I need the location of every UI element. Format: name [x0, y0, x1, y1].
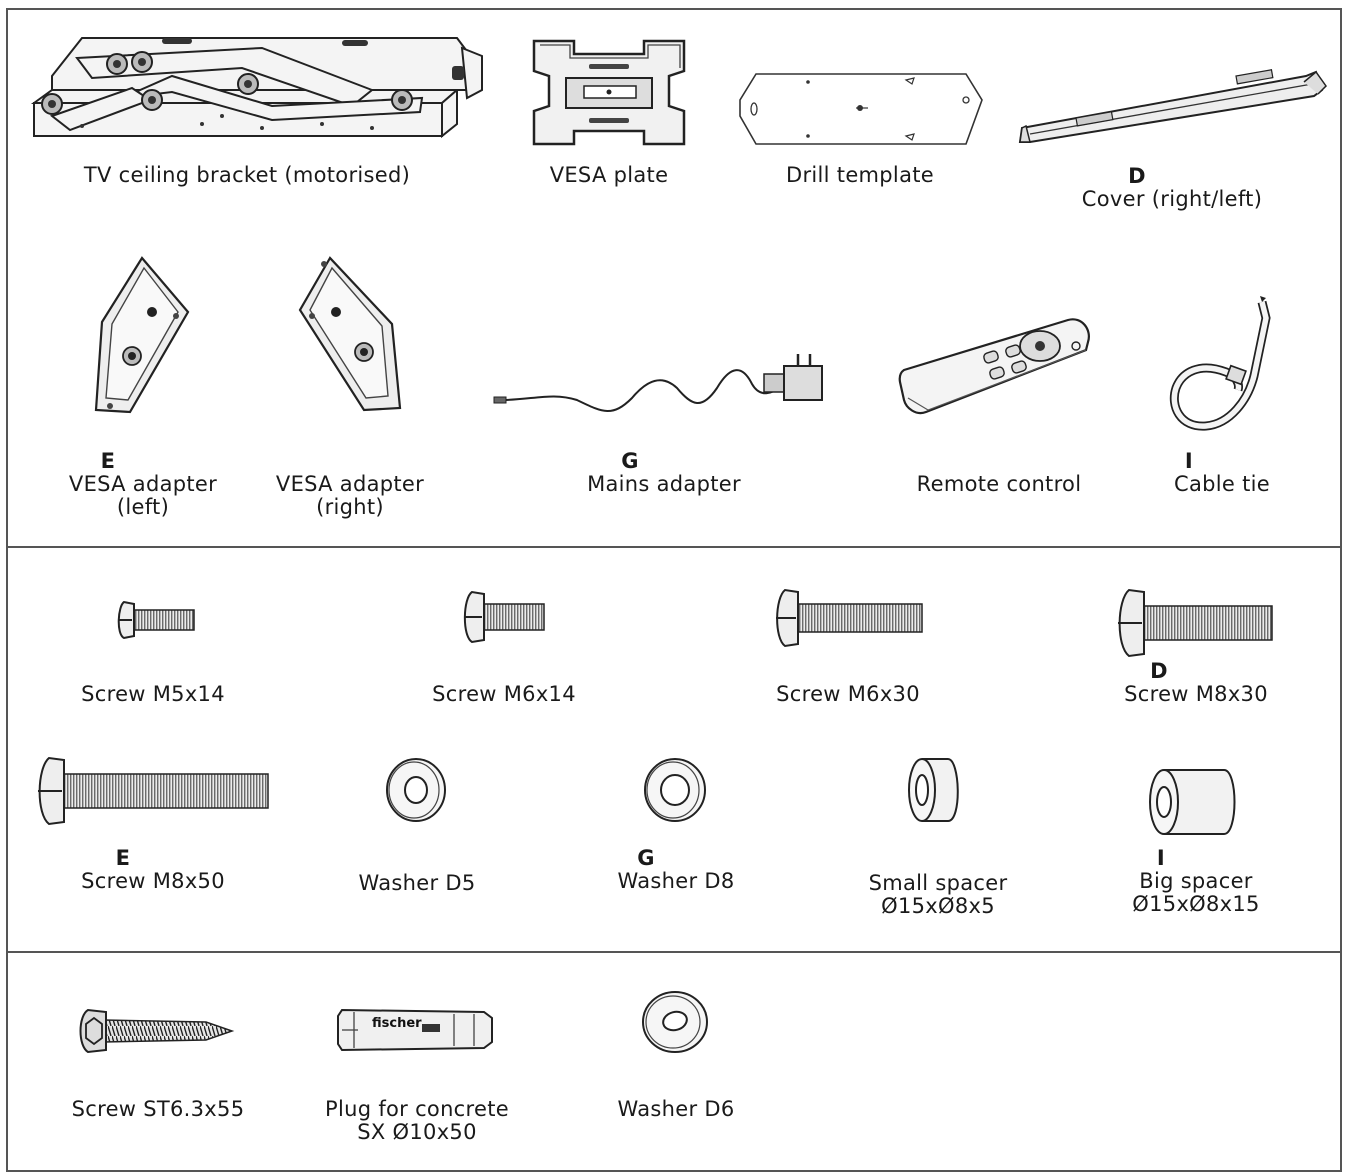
ceiling-bracket-icon [30, 37, 483, 139]
part-label: Drill template [786, 163, 934, 187]
screw-m8x30-icon [1118, 588, 1273, 658]
part-label: Washer D6 [617, 1097, 735, 1121]
parts-list-frame [6, 8, 1342, 1172]
screw-st6-3x55-icon [79, 1008, 235, 1054]
part-label: Screw M6x14 [432, 682, 576, 706]
part-label: D Screw M8x30 [1124, 659, 1268, 706]
part-label: Washer D5 [358, 871, 476, 895]
part-label: D Cover (right/left) [1081, 164, 1263, 211]
screw-m8x50-icon [38, 756, 269, 826]
vesa-adapter-left-icon [94, 256, 190, 414]
drill-template-icon [739, 73, 983, 145]
vesa-plate-icon [532, 39, 686, 146]
part-label: VESA plate [549, 163, 669, 187]
wall-plug-icon [337, 1008, 493, 1052]
remote-control-icon [898, 318, 1090, 415]
washer-d5-icon [386, 758, 446, 822]
plug-brand-text: fischer [372, 1016, 422, 1031]
part-label: G Washer D8 [617, 846, 735, 893]
cover-icon [1018, 69, 1327, 143]
part-label: Small spacer Ø15xØ8x5 [868, 871, 1008, 918]
part-label: TV ceiling bracket (motorised) [83, 163, 411, 187]
mains-adapter-icon [493, 354, 823, 413]
part-label: Screw ST6.3x55 [71, 1097, 245, 1121]
screw-m6x14-icon [463, 590, 545, 644]
part-label: E Screw M8x50 [81, 846, 225, 893]
screw-m5x14-icon [117, 600, 195, 640]
part-label: I Big spacer Ø15xØ8x15 [1132, 846, 1260, 916]
part-label: Screw M6x30 [776, 682, 920, 706]
cable-tie-icon [1169, 296, 1271, 431]
small-spacer-icon [908, 758, 959, 822]
part-label: Screw M5x14 [81, 682, 225, 706]
part-label: I Cable tie [1174, 449, 1270, 496]
big-spacer-icon [1149, 769, 1236, 835]
section-divider [6, 546, 1342, 548]
screw-m6x30-icon [776, 588, 923, 648]
washer-d8-icon [644, 758, 706, 822]
part-label: Remote control [916, 472, 1082, 496]
washer-d6-icon [642, 991, 708, 1053]
part-label: E VESA adapter (left) [68, 449, 218, 519]
vesa-adapter-right-icon [298, 256, 402, 412]
part-label: VESA adapter (right) [275, 472, 425, 519]
part-label: G Mains adapter [587, 449, 741, 496]
part-label: Plug for concrete SX Ø10x50 [325, 1097, 509, 1144]
section-divider [6, 951, 1342, 953]
